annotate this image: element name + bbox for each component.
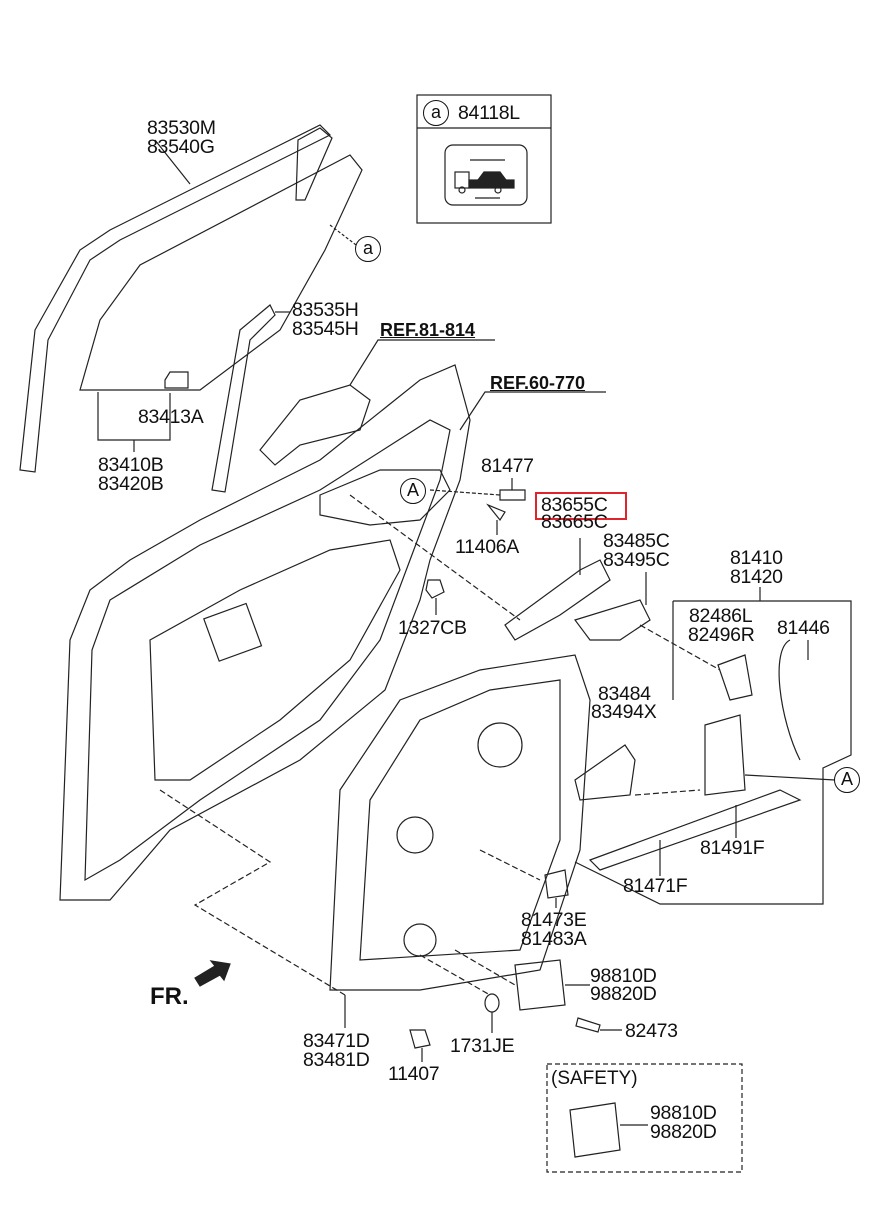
label-82496r: 82496R [688,624,755,646]
label-83665c: 83665C [541,511,608,533]
label-83494x: 83494X [591,701,657,723]
label-83413a: 83413A [138,406,204,428]
front-label: FR. [150,983,189,1010]
label-83530m: 83530M [147,117,216,139]
label-83471d: 83471D [303,1030,370,1052]
marker-A-upper: A [400,478,426,504]
bracket-83665c-drawing [504,559,611,641]
label-83495c: 83495C [603,549,670,571]
label-81420: 81420 [730,566,783,588]
safety-box [546,1063,743,1173]
label-81471f: 81471F [623,875,688,897]
label-82473: 82473 [625,1020,678,1042]
label-11406a: 11406A [455,536,519,558]
outside-handle-drawing [259,384,371,466]
latch-drawing [704,714,746,796]
label-1327cb: 1327CB [398,617,467,639]
safety-motor-drawing [569,1102,621,1158]
legend-marker-a: a [423,100,449,126]
legend-box-frame [416,94,552,224]
label-81477: 81477 [481,455,534,477]
channel-drawing [211,304,276,493]
label-83420b: 83420B [98,473,164,495]
label-83535h: 83535H [292,299,359,321]
label-81491f: 81491F [700,837,765,859]
latch-group-box [574,600,852,905]
label-82486l: 82486L [689,605,753,627]
rod-drawing [778,639,801,761]
label-83484: 83484 [598,683,651,705]
module-drawing [329,654,591,991]
label-98820d: 98820D [590,983,657,1005]
ref-60-770[interactable]: REF.60-770 [490,373,586,393]
label-98810d: 98810D [590,965,657,987]
label-83481d: 83481D [303,1049,370,1071]
label-81446: 81446 [777,617,830,639]
label-11407: 11407 [388,1063,440,1085]
legend-part-84118l: 84118L [458,102,520,124]
label-83545h: 83545H [292,318,359,340]
bracket-83485c-drawing [574,599,651,641]
glass-run-drawing [19,124,332,473]
label-81483a: 81483A [521,928,587,950]
front-arrow-icon [194,960,231,987]
marker-A-right: A [834,767,860,793]
motor-drawing [514,959,566,1011]
glass-drawing [79,154,363,391]
label-81410: 81410 [730,547,783,569]
label-83410b: 83410B [98,454,164,476]
label-safety-98820d: 98820D [650,1121,717,1143]
marker-a: a [355,236,381,262]
highlight-box [535,492,627,520]
tow-truck-label-icon [444,144,528,206]
ref-81-814[interactable]: REF.81-814 [380,320,476,340]
label-83540g: 83540G [147,136,215,158]
label-83655c[interactable]: 83655C [541,494,608,516]
label-83485c: 83485C [603,530,670,552]
door-outer-drawing [59,364,471,901]
cable-drawing [588,789,802,871]
safety-title: (SAFETY) [551,1068,638,1089]
label-1731je: 1731JE [450,1035,515,1057]
label-safety-98810d: 98810D [650,1102,717,1124]
label-81473e: 81473E [521,909,587,931]
